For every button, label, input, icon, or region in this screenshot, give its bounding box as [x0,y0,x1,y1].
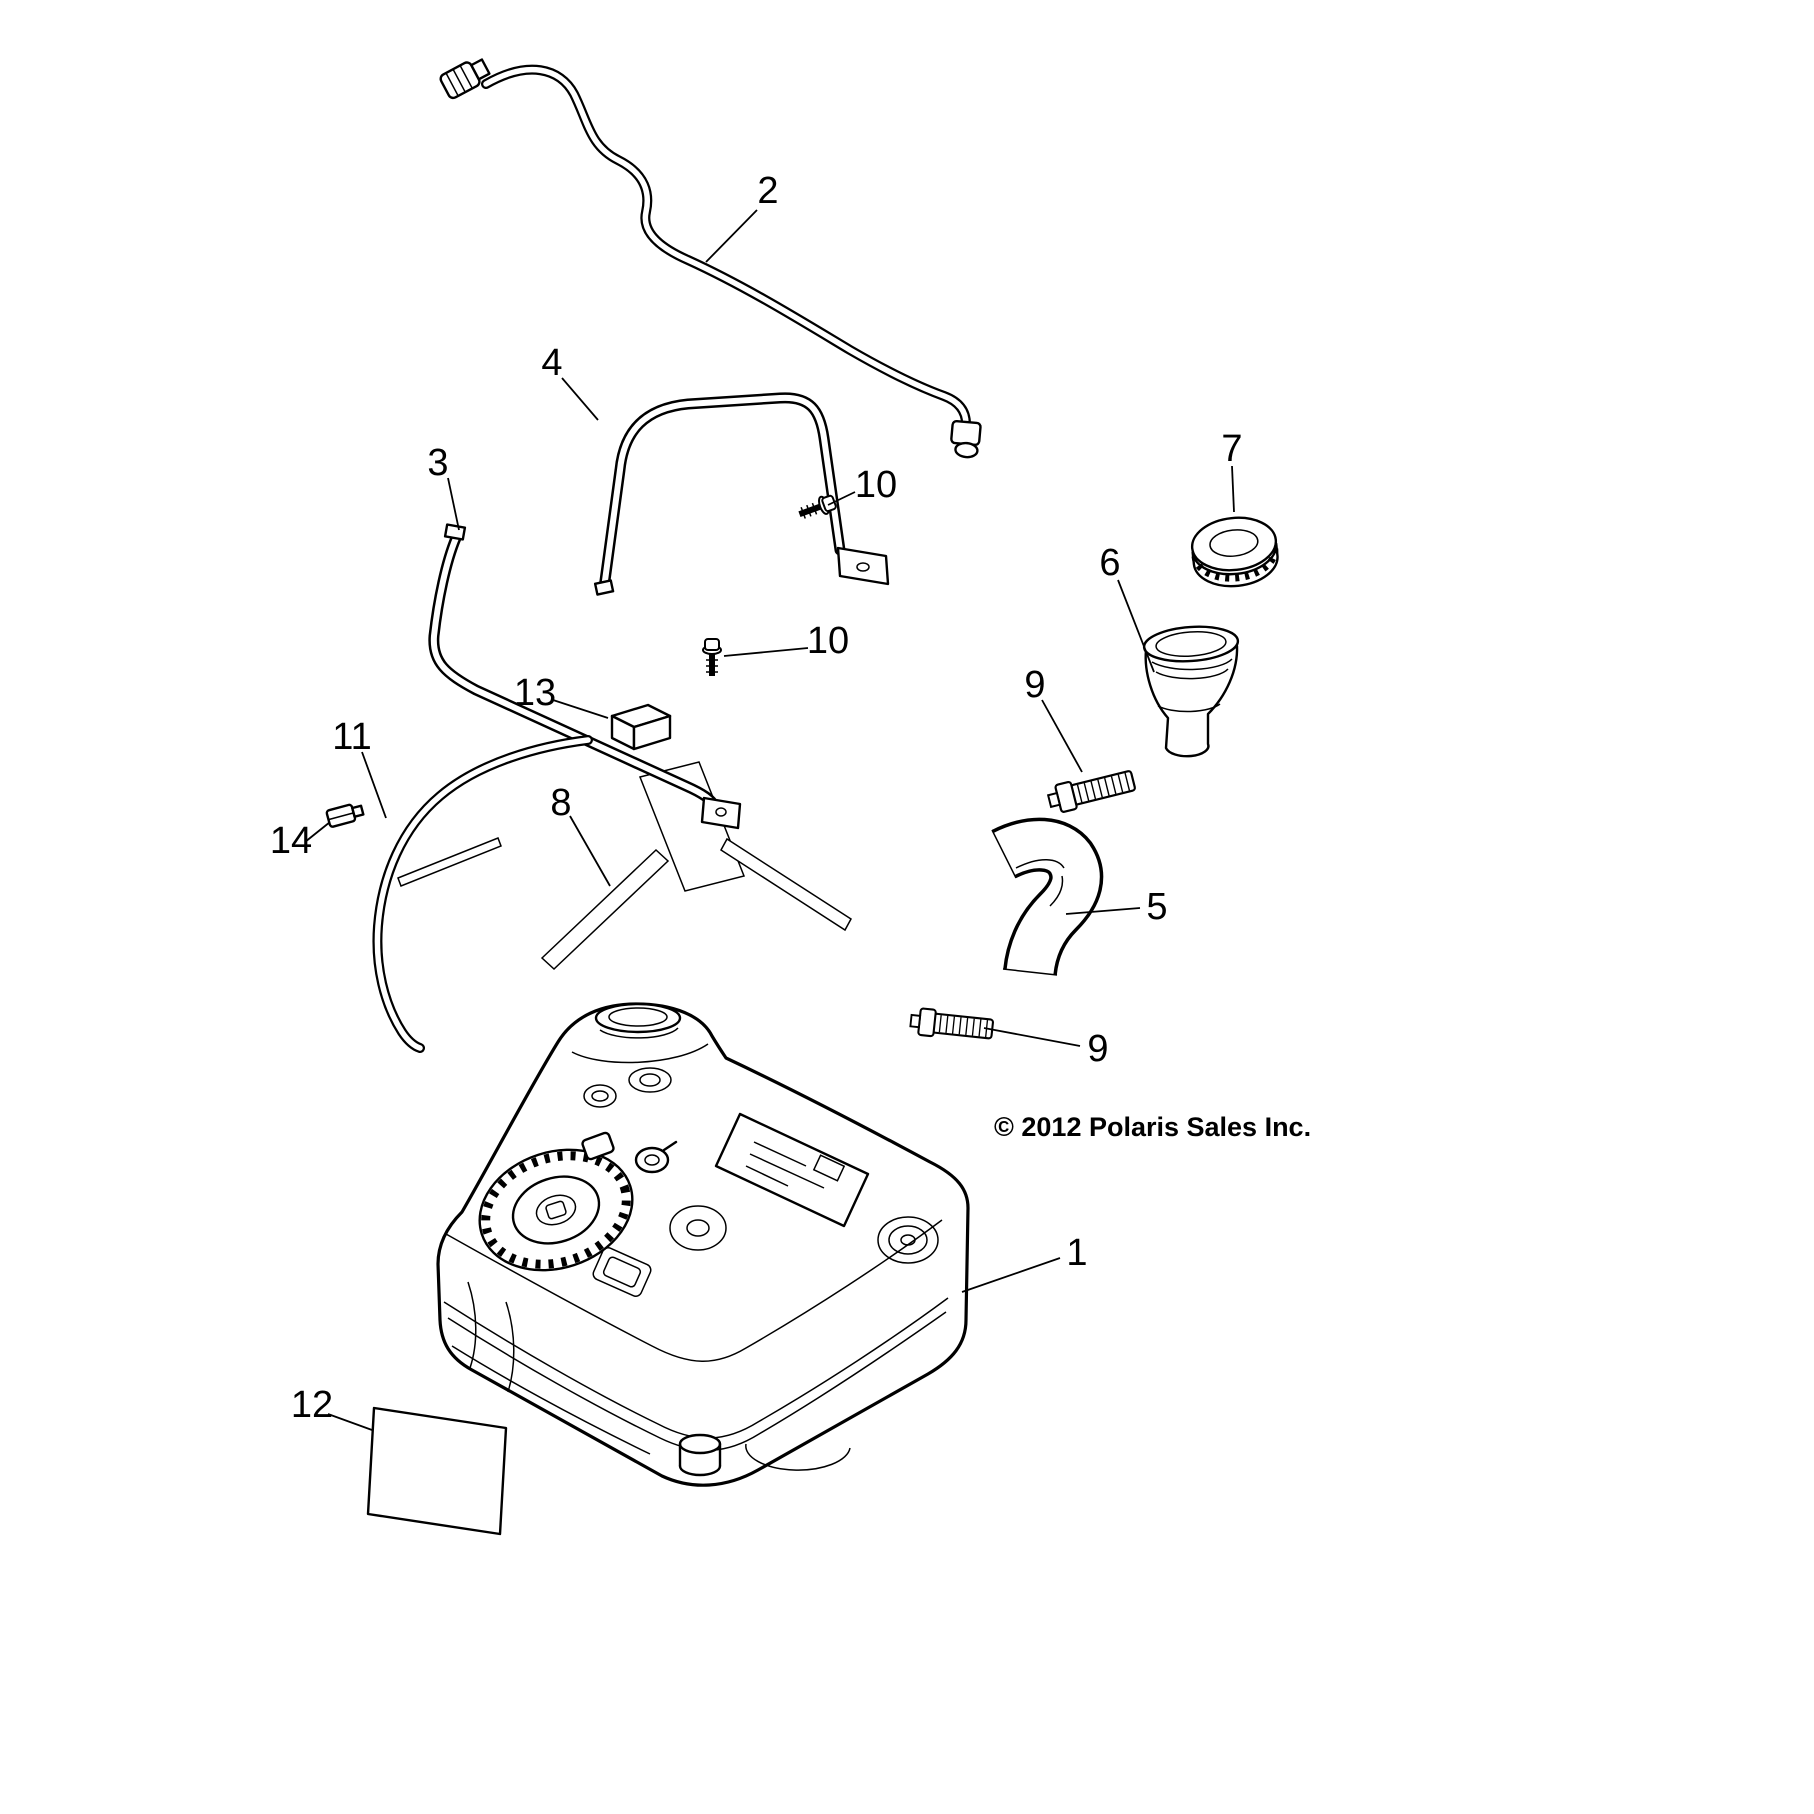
callout-2-leader [705,209,758,263]
part-decal [366,1406,508,1536]
callout-10-upper-label: 10 [855,464,897,506]
callout-12: 12 [291,1384,373,1431]
callout-5-leader [1065,907,1141,915]
part-fuel-cap [1190,516,1279,588]
part-elbow-hose [992,830,1076,975]
callout-14: 14 [270,820,331,862]
callout-9-lower: 9 [983,1027,1109,1070]
callout-11-leader [361,751,387,819]
callout-1-label: 1 [1066,1232,1087,1274]
callout-9-upper: 9 [1024,664,1083,773]
part-hose-clip [325,803,365,828]
callout-8: 8 [550,782,611,887]
callout-7: 7 [1221,428,1243,513]
callout-10-upper: 10 [827,464,897,506]
callout-9-upper-leader [1041,699,1083,773]
callout-3: 3 [427,442,460,531]
callout-8-leader [569,815,611,887]
callout-10-lower: 10 [723,620,849,662]
callout-7-leader [1231,465,1235,513]
callout-14-leader [304,821,331,843]
part-foam-strips [397,761,852,971]
callout-5-label: 5 [1146,886,1167,928]
callout-3-leader [447,477,460,531]
callout-3-label: 3 [427,442,448,484]
callout-8-label: 8 [550,782,571,824]
part-filler-neck [1142,625,1240,758]
part-screw-lower [703,639,721,676]
part-fuel-line [439,58,982,459]
part-tank-strap-rear [434,523,742,830]
part-tank-strap-front [593,398,890,596]
callout-13-label: 13 [514,672,556,714]
callout-2-label: 2 [757,170,778,212]
callout-10-upper-leader [827,491,856,506]
callout-9-upper-label: 9 [1024,664,1045,706]
callout-13-leader [552,699,609,719]
callout-9-lower-label: 9 [1087,1028,1108,1070]
callout-9-lower-leader [983,1027,1081,1047]
callout-1-leader [961,1257,1061,1293]
part-clamp-lower [908,1006,995,1044]
callout-1: 1 [961,1232,1088,1293]
callout-11-label: 11 [332,716,371,758]
callout-6-leader [1117,579,1155,673]
callout-13: 13 [514,672,609,719]
callout-6: 6 [1099,542,1155,673]
callout-12-label: 12 [291,1384,333,1426]
copyright-text: © 2012 Polaris Sales Inc. [994,1112,1311,1142]
callout-4-label: 4 [541,342,562,384]
fuel-pump-ring [478,1148,634,1272]
callout-10-lower-label: 10 [807,620,849,662]
callout-5: 5 [1065,886,1168,928]
callouts: 2 4 3 10 10 7 6 9 [270,170,1243,1431]
callout-6-label: 6 [1099,542,1120,584]
part-pad-block [610,703,672,751]
callout-4-leader [561,377,599,421]
callout-7-label: 7 [1221,428,1242,470]
callout-12-leader [327,1413,373,1431]
callout-10-lower-leader [723,647,809,657]
part-fuel-tank [436,1002,970,1487]
part-clamp-upper [1045,765,1138,816]
callout-2: 2 [705,170,779,263]
callout-4: 4 [541,342,599,421]
callout-11: 11 [332,716,387,819]
callout-14-label: 14 [270,820,312,862]
